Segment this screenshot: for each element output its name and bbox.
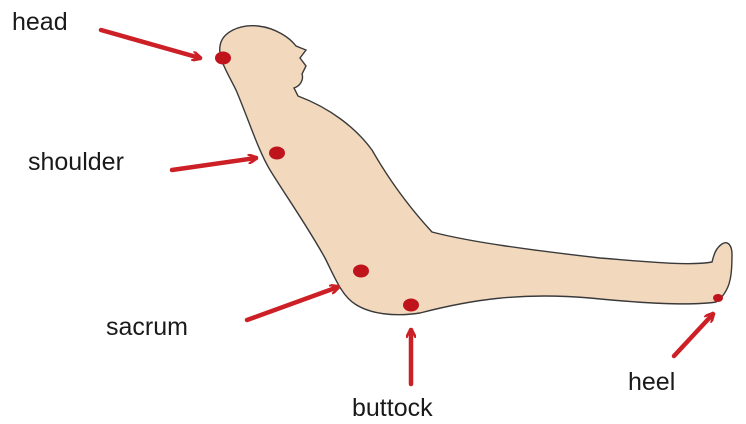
heel-pressure-point	[713, 294, 723, 302]
shoulder-pressure-point	[269, 147, 285, 160]
heel-arrow	[674, 314, 713, 356]
buttock-pressure-point	[403, 299, 419, 312]
shoulder-arrow	[172, 158, 256, 170]
buttock-label: buttock	[352, 396, 433, 421]
body-silhouette	[220, 26, 732, 315]
head-arrow	[101, 30, 200, 58]
head-label: head	[12, 10, 68, 35]
sacrum-pressure-point	[353, 265, 369, 278]
head-pressure-point	[215, 52, 231, 65]
heel-label: heel	[628, 370, 675, 395]
shoulder-label: shoulder	[28, 150, 124, 175]
sacrum-arrow	[247, 287, 338, 320]
sacrum-label: sacrum	[106, 315, 188, 340]
